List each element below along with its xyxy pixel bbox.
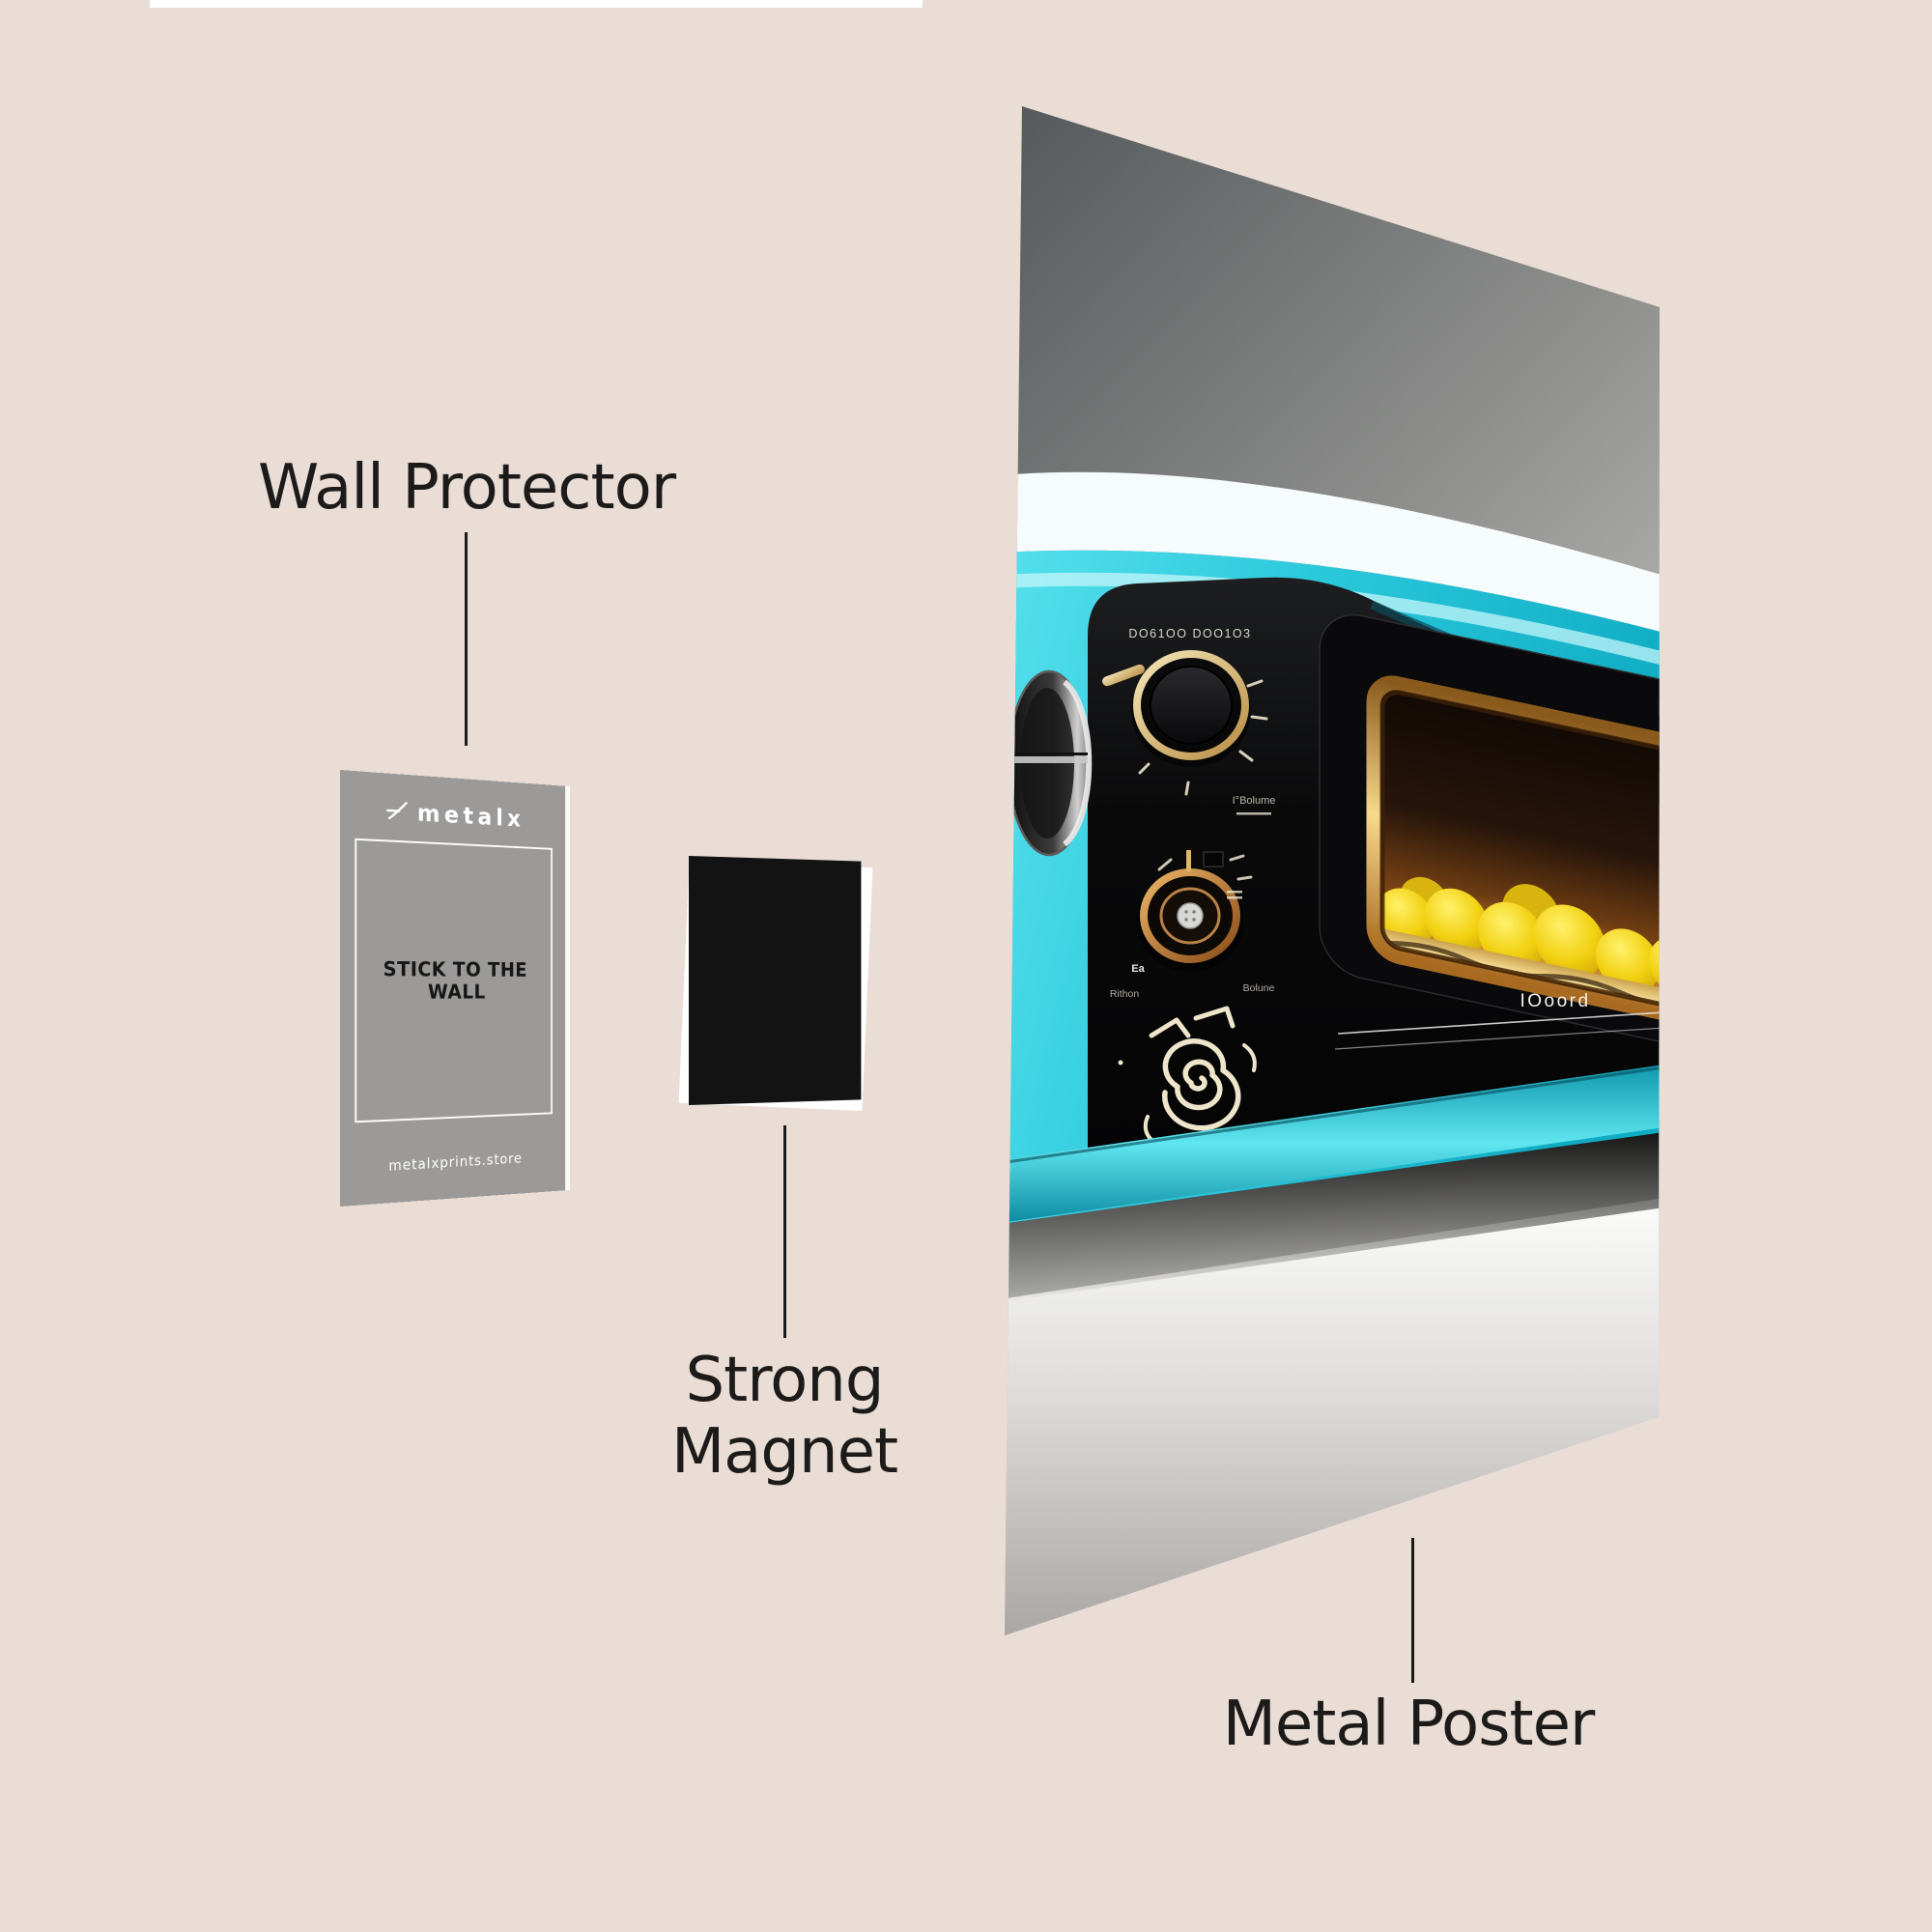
oven-window bbox=[1319, 613, 1660, 1046]
brand-bar-line-2 bbox=[1334, 1027, 1660, 1050]
panel-caption-left-text: Rithon bbox=[1110, 988, 1140, 1000]
timer-spiral-dial bbox=[1118, 1006, 1257, 1142]
wall-protector-connector-line bbox=[465, 532, 468, 746]
card-message-text: STICK TO THE WALL bbox=[383, 957, 527, 1004]
panel-dial-underline bbox=[1236, 812, 1271, 815]
wall-protector-label: Wall Protector bbox=[257, 452, 676, 524]
metal-poster-graphic: DO61OO DOO1O3 I°Bolume bbox=[1005, 106, 1660, 1635]
highlight-band bbox=[1005, 471, 1660, 633]
oven-bottom-rim bbox=[1005, 1065, 1660, 1223]
oven-brand-text: IOoord bbox=[1520, 991, 1590, 1011]
strong-magnet-connector-line bbox=[783, 1125, 786, 1338]
metal-poster-label: Metal Poster bbox=[1222, 1689, 1596, 1760]
lemons bbox=[1383, 876, 1660, 996]
card-website-text: metalxprints.store bbox=[388, 1150, 523, 1175]
chrome-side-knob bbox=[1007, 669, 1093, 857]
top-white-strip bbox=[150, 0, 923, 8]
card-logo-row: metalx bbox=[340, 791, 565, 837]
panel-caption-right-text: Bolune bbox=[1243, 982, 1275, 994]
strong-magnet-graphic bbox=[678, 854, 885, 1117]
metalx-logo-icon bbox=[386, 800, 410, 822]
temperature-knob bbox=[1102, 650, 1268, 796]
oven-shadow bbox=[1005, 1121, 1660, 1302]
poster-artwork: DO61OO DOO1O3 I°Bolume bbox=[1005, 106, 1660, 1635]
panel-small-left-text: Ea bbox=[1131, 963, 1145, 975]
rim-top-seam bbox=[1005, 1065, 1660, 1165]
window-gold-frame bbox=[1366, 675, 1660, 1023]
panel-dial-label-text: I°Bolume bbox=[1233, 795, 1276, 807]
magnet-black-square bbox=[689, 856, 862, 1105]
strong-magnet-label: Strong Magnet bbox=[670, 1345, 898, 1489]
mode-knob bbox=[1136, 850, 1253, 972]
card-brand-text: metalx bbox=[416, 798, 526, 833]
metal-poster-connector-line bbox=[1411, 1538, 1414, 1683]
wall-protector-card: metalx STICK TO THE WALL metalxprints.st… bbox=[340, 770, 566, 1207]
knob-pointer bbox=[1102, 664, 1145, 687]
brand-bar-line-1 bbox=[1337, 1011, 1660, 1035]
panel-top-code-text: DO61OO DOO1O3 bbox=[1128, 627, 1251, 640]
card-inner-border: STICK TO THE WALL bbox=[355, 838, 553, 1123]
knob-center-badge bbox=[1177, 902, 1204, 929]
